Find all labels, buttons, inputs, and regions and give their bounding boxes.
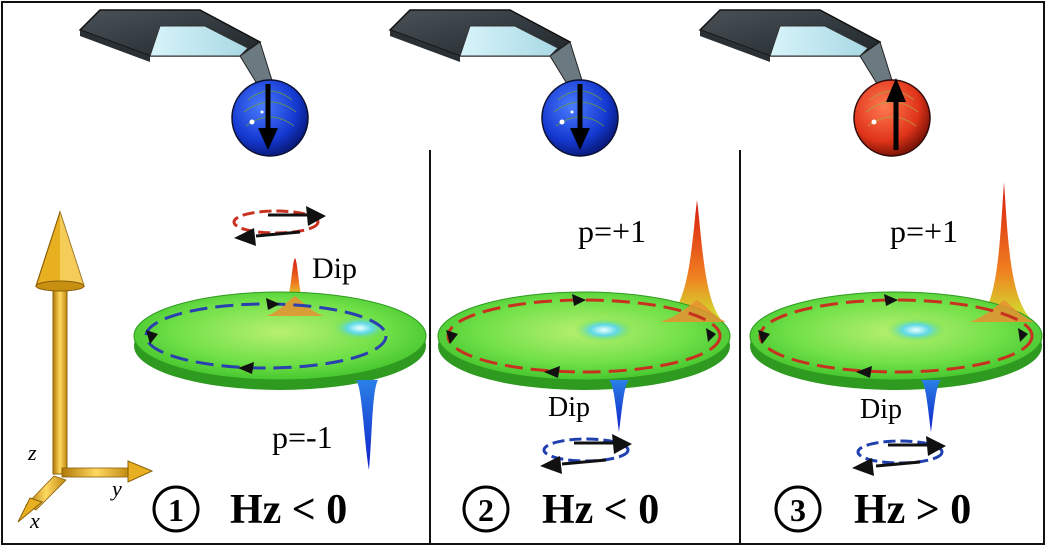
y-axis-arrow <box>61 460 154 483</box>
panel-number-text-1: 1 <box>168 492 184 528</box>
dip-circulation-blue-2 <box>540 434 632 474</box>
afm-cantilever-2 <box>388 9 586 93</box>
panel-number-1: 1 <box>152 485 200 533</box>
magnetic-tip-2 <box>541 79 619 157</box>
x-axis-label: x <box>29 508 40 533</box>
dip-peak-down-2 <box>609 380 629 432</box>
z-axis-label: z <box>27 440 37 465</box>
vortex-disk-3 <box>749 291 1043 390</box>
panel-3: p=+1 Dip 3 Hz > 0 <box>698 9 1043 533</box>
panel-number-3: 3 <box>774 485 822 533</box>
afm-cantilever-1 <box>78 9 276 93</box>
vortex-disk-2 <box>437 291 731 390</box>
main-peak-up-3 <box>980 182 1030 318</box>
dip-circulation-red-1 <box>232 206 326 246</box>
dip-label-1: Dip <box>312 252 357 285</box>
panel-number-text-2: 2 <box>478 492 494 528</box>
coordinate-axes: z y x <box>17 210 154 533</box>
panel-1: Dip p=-1 1 Hz < 0 <box>78 9 427 533</box>
panel-number-text-3: 3 <box>790 492 806 528</box>
p-label-1: p=-1 <box>272 419 333 455</box>
tip-sphere-red <box>853 79 931 157</box>
dip-circulation-blue-3 <box>852 436 946 476</box>
x-axis-arrow <box>17 475 67 523</box>
y-axis-label: y <box>110 476 122 501</box>
afm-cantilever-3 <box>698 9 896 93</box>
dip-peak-up-1 <box>287 258 303 298</box>
dip-peak-down-3 <box>921 380 941 432</box>
magnetic-tip-1 <box>231 79 309 157</box>
panel-2: p=+1 Dip 2 Hz < 0 <box>388 9 731 533</box>
field-condition-3: Hz > 0 <box>854 487 971 533</box>
field-condition-2: Hz < 0 <box>542 487 659 533</box>
vortex-loop-blue-1 <box>144 302 388 370</box>
main-peak-down-1 <box>356 380 378 470</box>
p-label-3: p=+1 <box>890 213 958 249</box>
vortex-disk-1 <box>133 291 427 390</box>
main-peak-up-2 <box>668 200 720 318</box>
dip-label-2: Dip <box>548 392 590 423</box>
dip-label-3: Dip <box>860 394 902 425</box>
panel-number-2: 2 <box>462 485 510 533</box>
field-condition-1: Hz < 0 <box>230 487 347 533</box>
magnetic-tip-3 <box>853 78 931 157</box>
p-label-2: p=+1 <box>578 213 646 249</box>
z-axis-arrow <box>35 210 85 475</box>
